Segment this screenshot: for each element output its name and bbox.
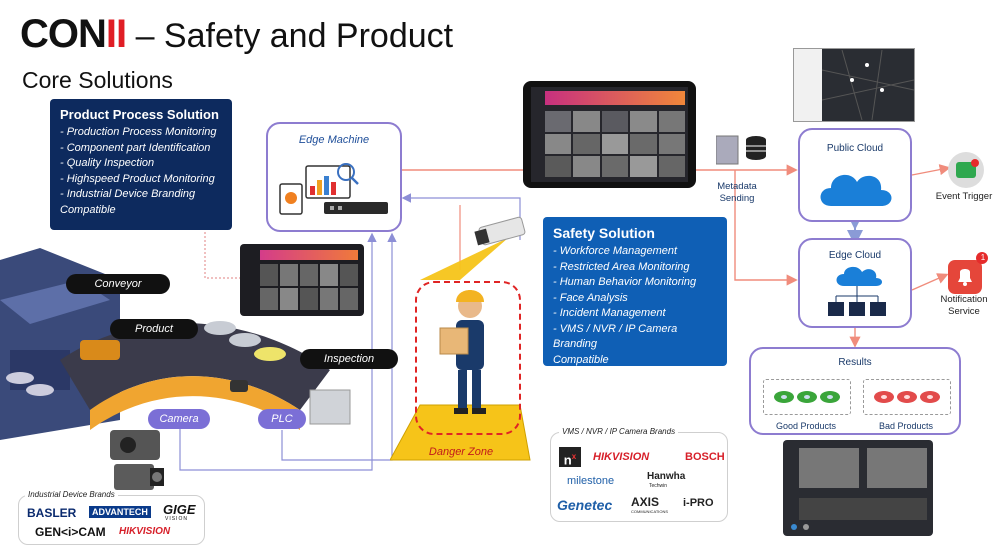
- hikvision-logo: HIKVISION: [119, 526, 171, 537]
- bad-products-tray: [863, 379, 951, 415]
- axis-logo: AXIS: [631, 495, 660, 509]
- center-tablet-screenshot: [523, 81, 696, 188]
- metadata-icon: [716, 135, 766, 165]
- safety-item: Compatible: [553, 353, 609, 366]
- brand-logo-text: CON: [20, 12, 107, 56]
- edge-cloud-icon: [828, 266, 886, 316]
- map-screenshot: [793, 48, 915, 122]
- product-process-heading: Product Process Solution: [60, 107, 219, 122]
- page-title: CONII – Safety and Product: [20, 10, 453, 60]
- hanwha-logo: Hanwha: [647, 471, 686, 482]
- service-text: Service: [948, 306, 980, 317]
- safety-item: - Human Behavior Monitoring: [553, 276, 697, 288]
- safety-item: - Workforce Management: [553, 245, 678, 257]
- axis-sub: COMMUNICATIONS: [631, 509, 669, 514]
- industrial-brands-panel: Industrial Device Brands BASLER ADVANTEC…: [18, 490, 205, 545]
- good-products-label: Good Products: [775, 421, 837, 431]
- arrow-to-notification: [911, 273, 949, 291]
- event-trigger-label: Event Trigger: [935, 191, 993, 202]
- product-dashboard-screenshot: [240, 244, 364, 316]
- nx-logo: nx: [559, 447, 581, 467]
- genicam-logo: GEN<i>CAM: [35, 525, 106, 539]
- safety-solution-panel: Safety Solution - Workforce Management -…: [543, 217, 727, 366]
- safety-item: - VMS / NVR / IP Camera Branding: [553, 322, 678, 351]
- hanwha-sub: Techwin: [649, 483, 668, 489]
- hikvision-vms-logo: HIKVISION: [593, 451, 650, 463]
- notification-count: 1: [980, 253, 986, 262]
- edge-machine-box: Edge Machine: [266, 122, 402, 232]
- product-label: Product: [110, 319, 198, 339]
- product-process-panel: Product Process Solution - Production Pr…: [50, 99, 232, 230]
- inspection-label: Inspection: [300, 349, 398, 369]
- public-cloud-label: Public Cloud: [826, 143, 884, 154]
- gige-logo: GIGE: [163, 502, 196, 517]
- danger-zone-illustration: [390, 216, 531, 461]
- product-process-item: - Highspeed Product Monitoring: [60, 172, 215, 185]
- bosch-logo: BOSCH: [685, 451, 725, 463]
- industrial-brands-caption: Industrial Device Brands: [25, 490, 118, 499]
- genetec-logo: Genetec: [557, 497, 613, 513]
- public-cloud-box: Public Cloud: [798, 128, 912, 222]
- product-process-item: - Production Process Monitoring: [60, 126, 217, 138]
- bad-products-icon: [874, 391, 940, 403]
- safety-item: - Restricted Area Monitoring: [553, 260, 690, 273]
- good-products-tray: [763, 379, 851, 415]
- vms-brands-caption: VMS / NVR / IP Camera Brands: [559, 427, 679, 436]
- nx-text: n: [563, 452, 572, 468]
- sending-text: Sending: [719, 193, 755, 204]
- vms-brands-panel: VMS / NVR / IP Camera Brands nx HIKVISIO…: [550, 427, 728, 522]
- arrow-plc-line: [281, 232, 397, 461]
- page-subtitle: Core Solutions: [22, 67, 173, 93]
- event-trigger-icon: [948, 152, 984, 188]
- bad-products-label: Bad Products: [878, 421, 934, 431]
- milestone-logo: milestone: [567, 475, 615, 487]
- edge-cloud-label: Edge Cloud: [828, 250, 882, 261]
- arrow-to-edge-cloud: [734, 170, 798, 286]
- danger-zone-label: Danger Zone: [428, 446, 494, 458]
- arrow-to-event: [911, 164, 951, 176]
- metadata-text: Metadata: [717, 181, 757, 192]
- title-text: – Safety and Product: [126, 17, 454, 55]
- advantech-logo: ADVANTECH: [89, 506, 151, 518]
- product-process-item: - Component part Identification: [60, 141, 211, 154]
- nx-sup: x: [571, 452, 577, 461]
- safety-item: - Face Analysis: [553, 291, 628, 304]
- camera-label: Camera: [148, 409, 210, 429]
- gige-sub: VISION: [165, 516, 188, 522]
- results-dashboard-screenshot: [783, 440, 933, 536]
- product-process-item: - Quality Inspection: [60, 157, 155, 169]
- notification-label: Notification Service: [930, 294, 997, 318]
- ipro-logo: i-PRO: [683, 497, 714, 509]
- plc-label: PLC: [258, 409, 306, 429]
- brand-logo-accent: II: [105, 12, 127, 56]
- product-process-item: Compatible: [60, 203, 116, 216]
- basler-logo: BASLER: [27, 506, 77, 520]
- industrial-camera-icon: [114, 464, 164, 490]
- notification-bell-icon: [948, 252, 988, 294]
- notification-text: Notification: [940, 294, 988, 305]
- edge-cloud-box: Edge Cloud: [798, 238, 912, 328]
- results-label: Results: [838, 357, 872, 368]
- dotted-leader: [204, 228, 240, 279]
- metadata-label: Metadata Sending: [706, 181, 768, 205]
- conveyor-label: Conveyor: [66, 274, 170, 294]
- safety-item: - Incident Management: [553, 307, 666, 319]
- safety-heading: Safety Solution: [553, 225, 655, 241]
- conveyor-illustration: [0, 248, 351, 460]
- product-process-item: - Industrial Device Branding: [60, 188, 196, 200]
- edge-machine-icon: [279, 163, 388, 215]
- results-box: Results Good Products Bad Products: [749, 347, 961, 435]
- good-products-icon: [774, 391, 840, 403]
- edge-machine-label: Edge Machine: [298, 134, 370, 146]
- cloud-icon: [820, 174, 892, 206]
